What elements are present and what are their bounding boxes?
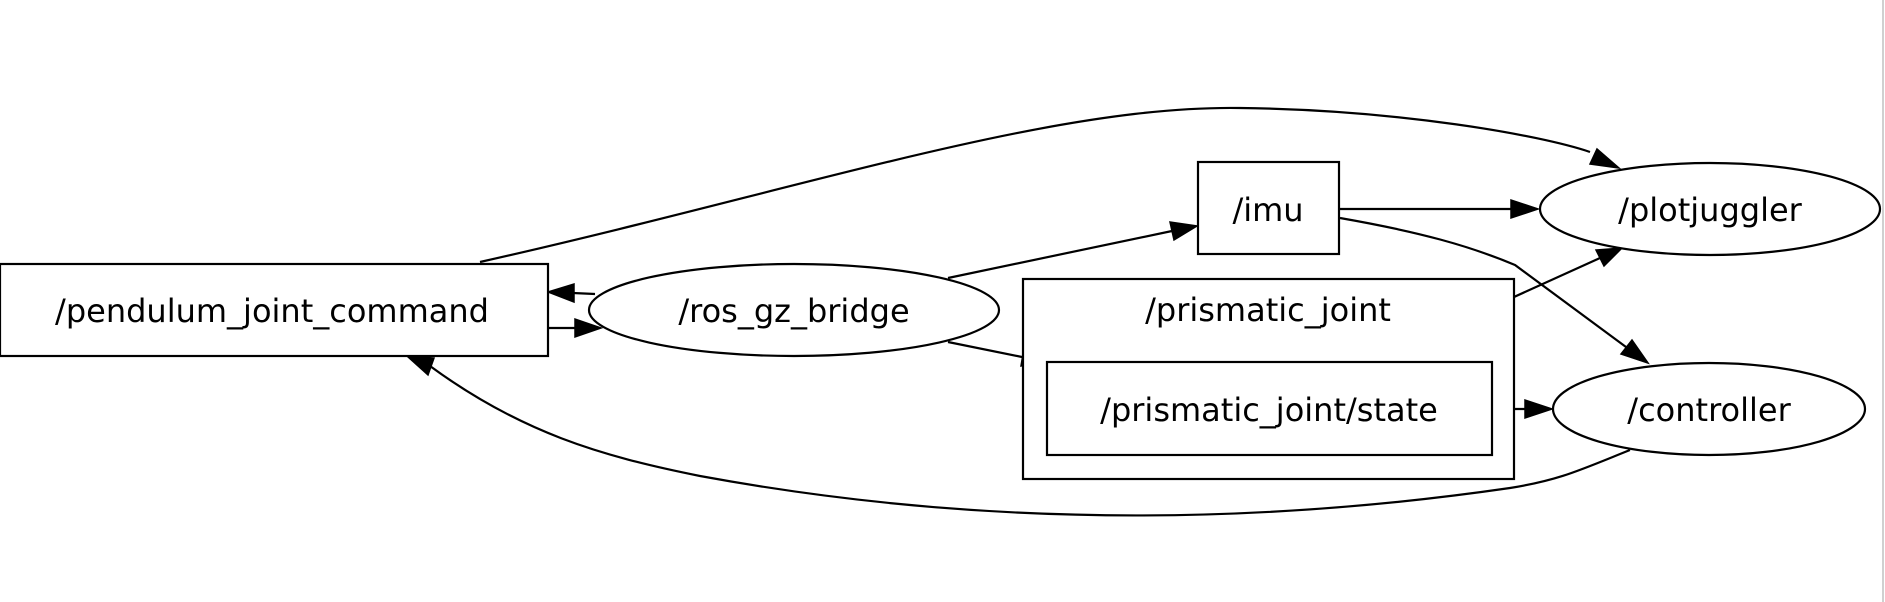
label-prismatic-joint: /prismatic_joint [1145,291,1391,329]
arrowhead-plotjuggler-left [1510,198,1541,220]
edge-ros-gz-bridge-to-imu [947,229,1173,280]
arrowhead-pendulum-command-bottom [404,355,436,377]
arrowhead-controller-left [1524,398,1555,420]
node-plotjuggler[interactable]: /plotjuggler [1538,161,1882,257]
edge-controller-to-pendulum-command [429,365,1631,517]
label-pendulum-joint-command: /pendulum_joint_command [55,292,489,330]
arrowhead-imu-in [1169,221,1200,242]
label-prismatic-joint-state: /prismatic_joint/state [1100,391,1438,429]
page-edge-divider [1882,0,1884,602]
arrowhead-pendulum-command-in [545,282,575,304]
edge-ros-gz-bridge-to-pendulum-command [572,291,596,296]
arrowhead-plotjuggler-bottom [1594,247,1624,268]
arrowhead-controller-top [1619,338,1650,365]
label-imu: /imu [1232,191,1303,229]
edge-pendulum-command-to-plotjuggler [479,106,1591,264]
node-controller[interactable]: /controller [1551,361,1867,457]
node-prismatic-joint-state[interactable]: /prismatic_joint/state [1045,360,1494,457]
arrowhead-ros-gz-bridge-in [574,317,604,339]
edge-ros-gz-bridge-to-prismatic-state [947,340,1023,359]
node-imu[interactable]: /imu [1196,160,1341,256]
node-ros-gz-bridge[interactable]: /ros_gz_bridge [587,262,1001,358]
label-plotjuggler: /plotjuggler [1618,191,1802,229]
node-pendulum-joint-command[interactable]: /pendulum_joint_command [0,262,550,358]
edge-imu-to-controller [1339,216,1627,348]
label-ros-gz-bridge: /ros_gz_bridge [678,292,909,330]
label-controller: /controller [1627,391,1791,429]
arrowhead-plotjuggler-top [1588,147,1622,170]
